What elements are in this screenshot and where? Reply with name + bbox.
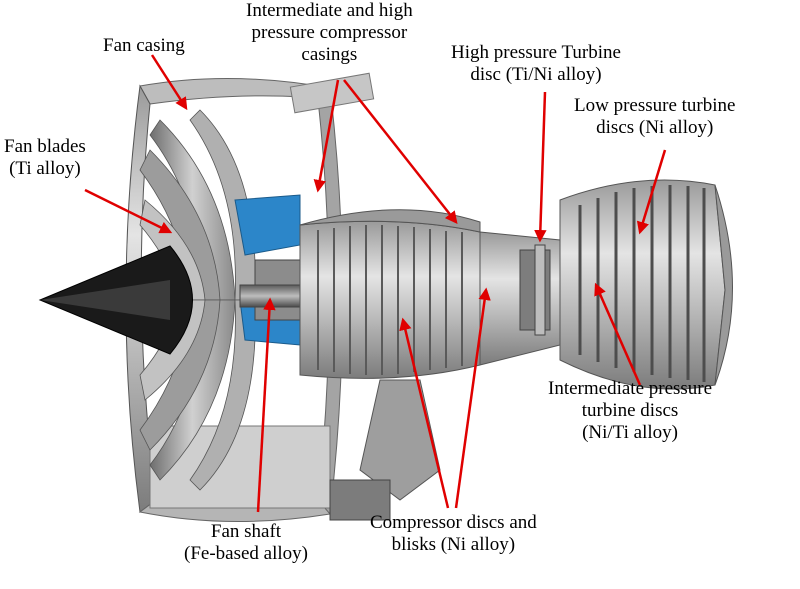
label-ip-turbine-discs-line3: (Ni/Ti alloy) — [582, 422, 678, 443]
label-fan-shaft: Fan shaft (Fe-based alloy) — [184, 521, 308, 565]
annotation-arrows — [84, 54, 667, 513]
fan-casing-shape — [125, 72, 375, 522]
arrow-fan-casing — [150, 54, 188, 111]
label-fan-casing: Fan casing — [103, 35, 185, 57]
hp-turbine-shape — [479, 231, 561, 366]
label-compressor-casings-line3: casings — [301, 44, 358, 65]
label-compressor-casings-line1: Intermediate and high — [246, 0, 413, 21]
arrow-fan-blades — [84, 188, 173, 234]
arrow-compressor-casing-2 — [343, 79, 458, 224]
label-hp-turbine-disc: High pressure Turbine disc (Ti/Ni alloy) — [451, 42, 621, 86]
label-compressor-discs-line1: Compressor discs and — [370, 512, 537, 533]
label-fan-shaft-line1: Fan shaft — [210, 521, 282, 542]
label-compressor-casings-line2: pressure compressor — [251, 22, 408, 43]
label-lp-turbine-discs-line1: Low pressure turbine — [574, 95, 736, 116]
label-lp-turbine-discs-line2: discs (Ni alloy) — [596, 117, 714, 138]
label-fan-shaft-line2: (Fe-based alloy) — [184, 543, 308, 564]
arrow-lp-turbine — [636, 149, 667, 235]
nose-cone-highlight — [40, 280, 170, 320]
label-lp-turbine-discs: Low pressure turbine discs (Ni alloy) — [574, 95, 735, 139]
arrow-hp-turbine — [534, 91, 547, 243]
lp-turbine-shape — [559, 179, 733, 390]
label-fan-blades-line2: (Ti alloy) — [9, 158, 81, 179]
label-compressor-discs-line2: blisks (Ni alloy) — [391, 534, 516, 555]
compressor-shape — [299, 209, 481, 379]
arrow-compressor-discs-2 — [454, 287, 491, 509]
label-compressor-discs: Compressor discs and blisks (Ni alloy) — [370, 512, 537, 556]
accessory-gearbox-shape — [329, 379, 441, 521]
arrow-compressor-discs-1 — [399, 317, 450, 509]
label-compressor-casings: Intermediate and high pressure compresso… — [246, 0, 413, 66]
arrow-compressor-casing-1 — [313, 79, 340, 193]
label-hp-turbine-disc-line2: disc (Ti/Ni alloy) — [470, 64, 602, 85]
label-hp-turbine-disc-line1: High pressure Turbine — [451, 42, 621, 63]
label-fan-blades-line1: Fan blades — [4, 136, 86, 157]
arrow-ip-turbine — [594, 282, 642, 386]
label-ip-turbine-discs-line2: turbine discs — [581, 400, 679, 421]
label-ip-turbine-discs-line1: Intermediate pressure — [548, 378, 713, 399]
label-ip-turbine-discs: Intermediate pressure turbine discs (Ni/… — [548, 378, 712, 444]
label-fan-blades: Fan blades (Ti alloy) — [4, 136, 86, 180]
arrow-fan-shaft — [256, 297, 276, 513]
label-fan-casing-text: Fan casing — [103, 35, 185, 56]
